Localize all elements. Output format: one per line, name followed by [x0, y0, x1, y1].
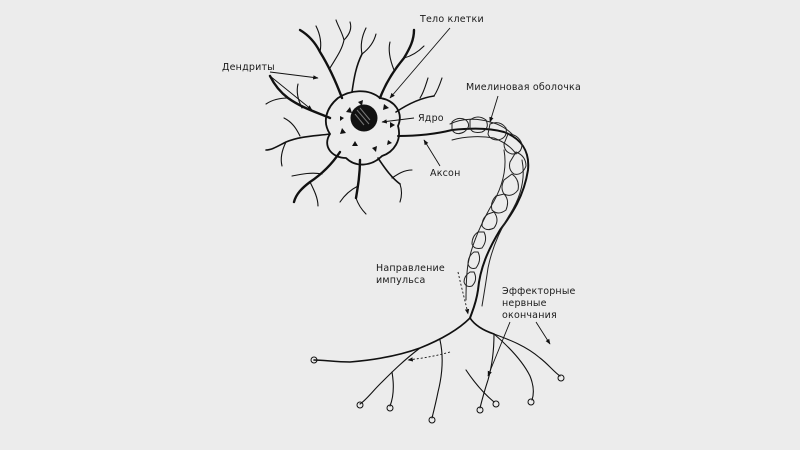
axon-terminals — [310, 317, 565, 424]
label-nucleus: Ядро — [418, 113, 444, 124]
label-myelin-group: Миелиновая оболочка — [466, 82, 581, 123]
label-axon: Аксон — [430, 168, 460, 179]
label-effector-line3: окончания — [502, 310, 557, 321]
pointer-cell-body — [389, 27, 451, 99]
pointer-nucleus — [381, 117, 415, 124]
label-cell-body: Тело клетки — [419, 14, 484, 25]
label-nucleus-group: Ядро — [381, 113, 444, 124]
cell-body — [324, 90, 401, 166]
dendrites — [265, 19, 443, 215]
pointer-effector-2 — [535, 321, 551, 345]
label-myelin-sheath: Миелиновая оболочка — [466, 82, 581, 93]
pointer-dendrites-2 — [269, 75, 313, 111]
label-axon-group: Аксон — [423, 139, 460, 179]
label-cell-body-group: Тело клетки — [389, 14, 484, 99]
label-dendrites: Дендриты — [222, 62, 275, 73]
pointer-effector-1 — [487, 321, 511, 377]
label-effector-line2: нервные — [502, 298, 547, 309]
label-dendrites-group: Дендриты — [222, 62, 319, 111]
label-impulse-direction-group: Направление импульса — [376, 263, 470, 362]
myelin-sheath — [449, 116, 527, 307]
organelles — [340, 100, 395, 152]
label-effector-group: Эффекторные нервные окончания — [487, 286, 576, 377]
pointer-myelin-sheath — [489, 95, 499, 123]
impulse-arrow-terminal — [407, 351, 451, 362]
label-impulse-direction-line1: Направление — [376, 263, 445, 274]
label-effector-line1: Эффекторные — [502, 286, 576, 297]
impulse-arrow-axon — [457, 271, 470, 315]
nucleus — [350, 104, 378, 132]
pointer-dendrites-1 — [269, 71, 319, 80]
label-impulse-direction-line2: импульса — [376, 275, 426, 286]
myelin-segments — [451, 116, 527, 287]
pointer-axon — [423, 139, 441, 167]
